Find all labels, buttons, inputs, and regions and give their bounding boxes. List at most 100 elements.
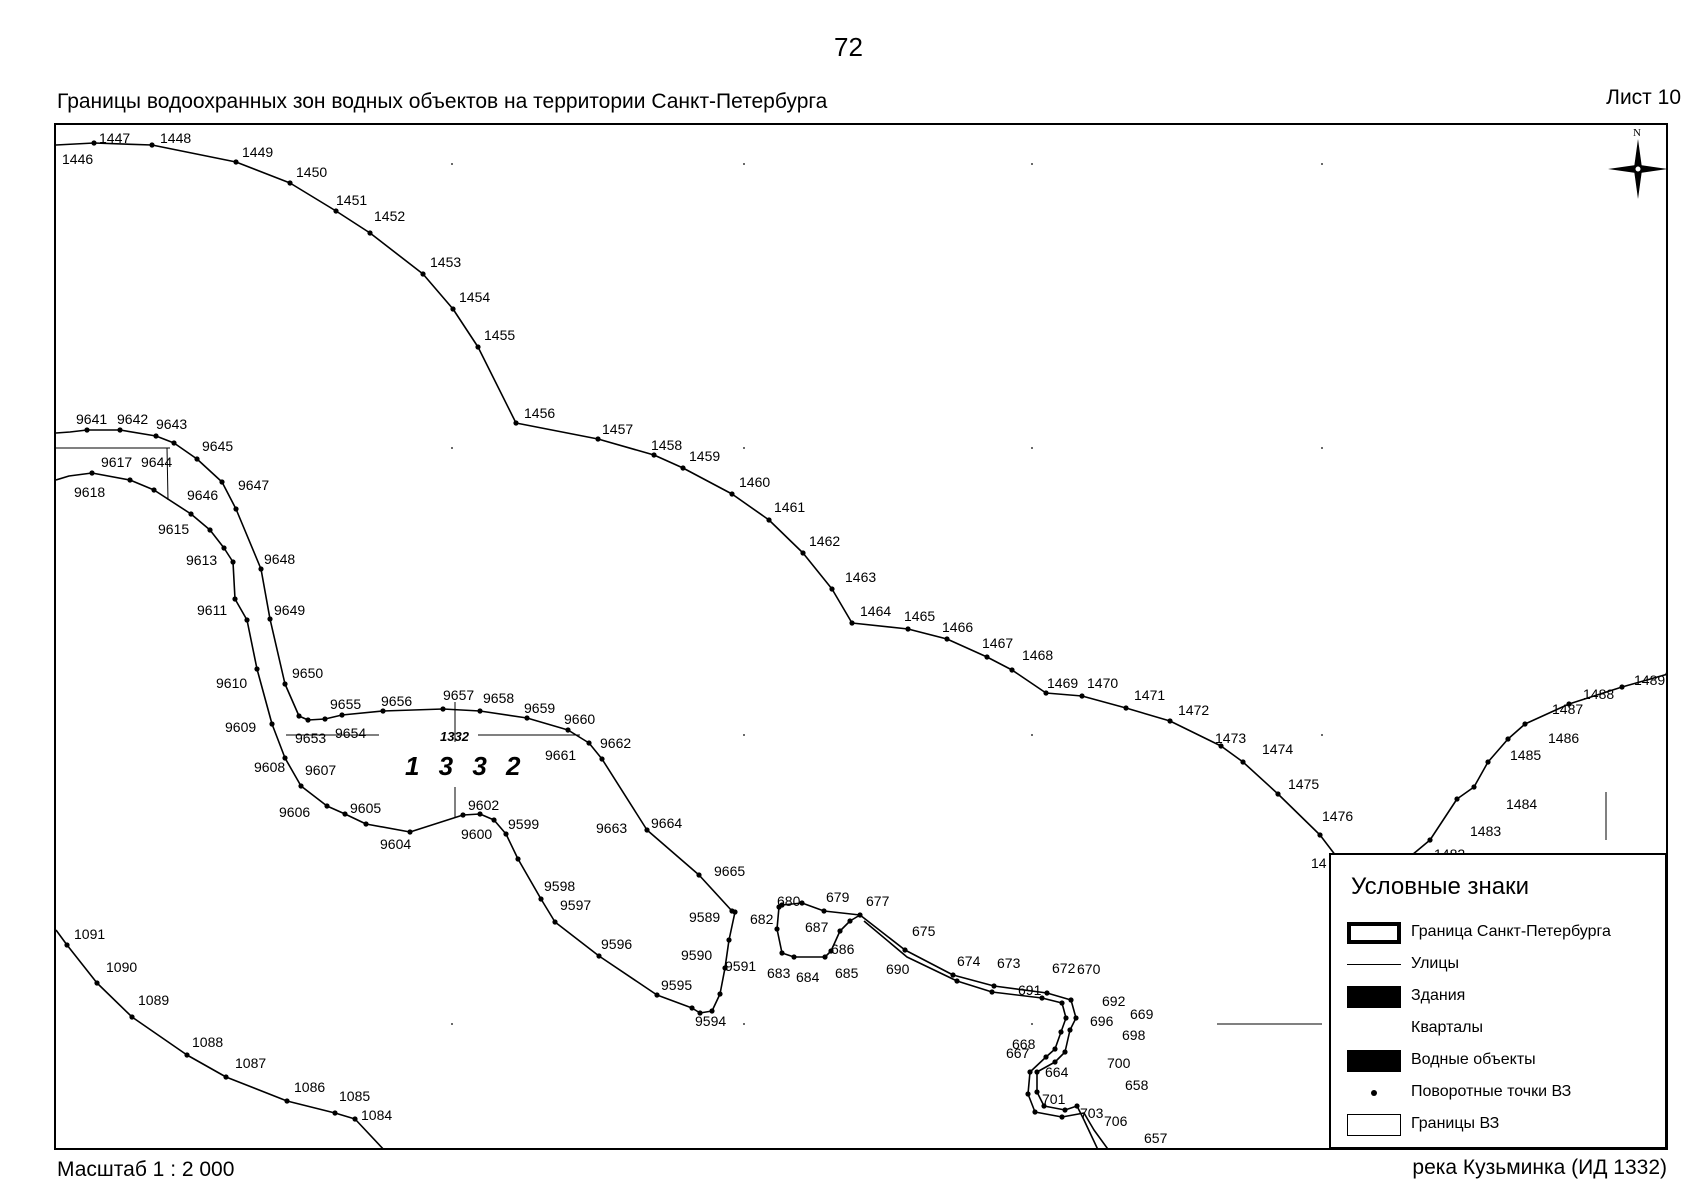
turning-point: [1043, 1054, 1049, 1060]
turning-point: [791, 954, 797, 960]
point-label: 669: [1130, 1006, 1154, 1022]
wpz-boundary-symbol: [1347, 1114, 1401, 1136]
turning-point: [233, 506, 239, 512]
point-label: 1457: [602, 421, 633, 437]
point-label: 9646: [187, 487, 218, 503]
point-label: 1085: [339, 1088, 370, 1104]
turning-point: [1062, 1049, 1068, 1055]
grid-tick: [1321, 734, 1323, 736]
grid-tick: [1031, 447, 1033, 449]
object-id-small: 1332: [440, 729, 470, 744]
turning-point: [298, 783, 304, 789]
point-label: 9589: [689, 909, 720, 925]
point-label: 9599: [508, 816, 539, 832]
wpz-boundary-line: [1411, 673, 1666, 856]
point-label: 9641: [76, 411, 107, 427]
turning-point: [717, 991, 723, 997]
turning-point: [339, 712, 345, 718]
point-label: 1483: [1470, 823, 1501, 839]
point-label: 1454: [459, 289, 490, 305]
turning-point: [230, 559, 236, 565]
point-label: 1462: [809, 533, 840, 549]
compass-n-label: N: [1633, 127, 1641, 139]
turning-point: [989, 989, 995, 995]
turning-point: [1063, 1015, 1069, 1021]
turning-point: [1068, 997, 1074, 1003]
turning-point: [1058, 1029, 1064, 1035]
turning-point: [287, 180, 293, 186]
turning-point: [184, 1052, 190, 1058]
turning-point: [477, 811, 483, 817]
point-label: 9648: [264, 551, 295, 567]
turning-point: [1039, 995, 1045, 1001]
grid-tick: [1321, 447, 1323, 449]
point-label: 9664: [651, 815, 682, 831]
turning-point: [1034, 1069, 1040, 1075]
point-label: 685: [835, 965, 859, 981]
point-label: 1470: [1087, 675, 1118, 691]
point-label: 1091: [74, 926, 105, 942]
point-label: 9658: [483, 690, 514, 706]
point-label: 667: [1006, 1045, 1030, 1061]
turning-point: [1041, 1103, 1047, 1109]
turning-point: [194, 456, 200, 462]
point-label: 1487: [1552, 701, 1583, 717]
point-label: 1489: [1634, 672, 1665, 688]
turning-point: [1619, 684, 1625, 690]
point-label: 668: [1012, 1036, 1036, 1052]
legend-item-buildings: Здания: [1347, 984, 1657, 1010]
point-label: 664: [1045, 1064, 1069, 1080]
turning-point: [857, 912, 863, 918]
point-label: 1461: [774, 499, 805, 515]
legend-label: Кварталы: [1411, 1019, 1483, 1036]
turning-point: [1123, 705, 1129, 711]
legend: Условные знаки Граница Санкт-Петербурга …: [1329, 853, 1666, 1148]
turning-point: [1317, 832, 1323, 838]
point-label: 1473: [1215, 730, 1246, 746]
turning-point: [284, 1098, 290, 1104]
city-boundary-symbol: [1347, 922, 1401, 944]
turning-point: [680, 465, 686, 471]
grid-tick: [1031, 734, 1033, 736]
point-label: 677: [866, 893, 890, 909]
point-label: 9660: [564, 711, 595, 727]
turning-point: [1025, 1091, 1031, 1097]
turning-point: [565, 727, 571, 733]
point-label: 1476: [1322, 808, 1353, 824]
turning-point: [950, 972, 956, 978]
turning-point: [1240, 759, 1246, 765]
turning-point: [709, 1008, 715, 1014]
point-label: 9649: [274, 602, 305, 618]
point-label: 1452: [374, 208, 405, 224]
point-label: 679: [826, 889, 850, 905]
turning-point: [407, 829, 413, 835]
turning-point: [944, 636, 950, 642]
point-label: 673: [997, 955, 1021, 971]
point-symbol: [1347, 1082, 1401, 1104]
grid-tick: [743, 1023, 745, 1025]
turning-point: [269, 721, 275, 727]
turning-point: [1471, 784, 1477, 790]
turning-point: [91, 140, 97, 146]
turning-point: [821, 908, 827, 914]
turning-point: [324, 803, 330, 809]
point-label: 1450: [296, 164, 327, 180]
point-label: 9604: [380, 836, 411, 852]
turning-point: [503, 831, 509, 837]
turning-point: [332, 1110, 338, 1116]
sheet-label: Лист 10: [1606, 86, 1681, 109]
point-label: 1084: [361, 1107, 392, 1123]
point-label: 9600: [461, 826, 492, 842]
legend-item-wpz-boundary: Границы ВЗ: [1347, 1112, 1657, 1138]
turning-point: [799, 900, 805, 906]
legend-item-points: Поворотные точки ВЗ: [1347, 1080, 1657, 1106]
point-label: 9655: [330, 696, 361, 712]
point-label: 1466: [942, 619, 973, 635]
turning-point: [84, 427, 90, 433]
turning-point: [1059, 1000, 1065, 1006]
point-label: 1087: [235, 1055, 266, 1071]
point-label: 9659: [524, 700, 555, 716]
point-label: 1488: [1583, 686, 1614, 702]
